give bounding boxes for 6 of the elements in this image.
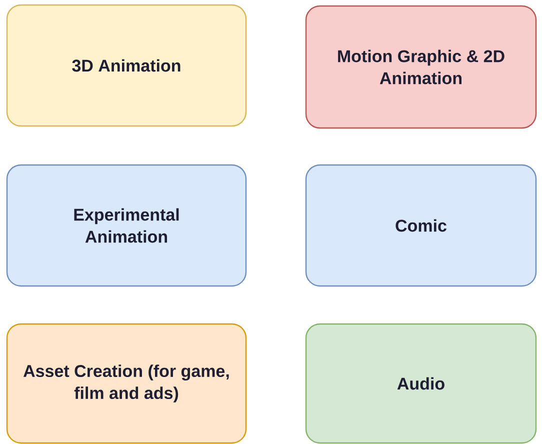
category-box: Motion Graphic & 2D Animation	[305, 5, 537, 129]
category-box: Audio	[305, 323, 537, 444]
category-box: Comic	[305, 164, 537, 287]
category-box: 3D Animation	[6, 4, 247, 127]
category-box: Asset Creation (for game, film and ads)	[6, 323, 247, 444]
category-box: Experimental Animation	[6, 164, 247, 287]
